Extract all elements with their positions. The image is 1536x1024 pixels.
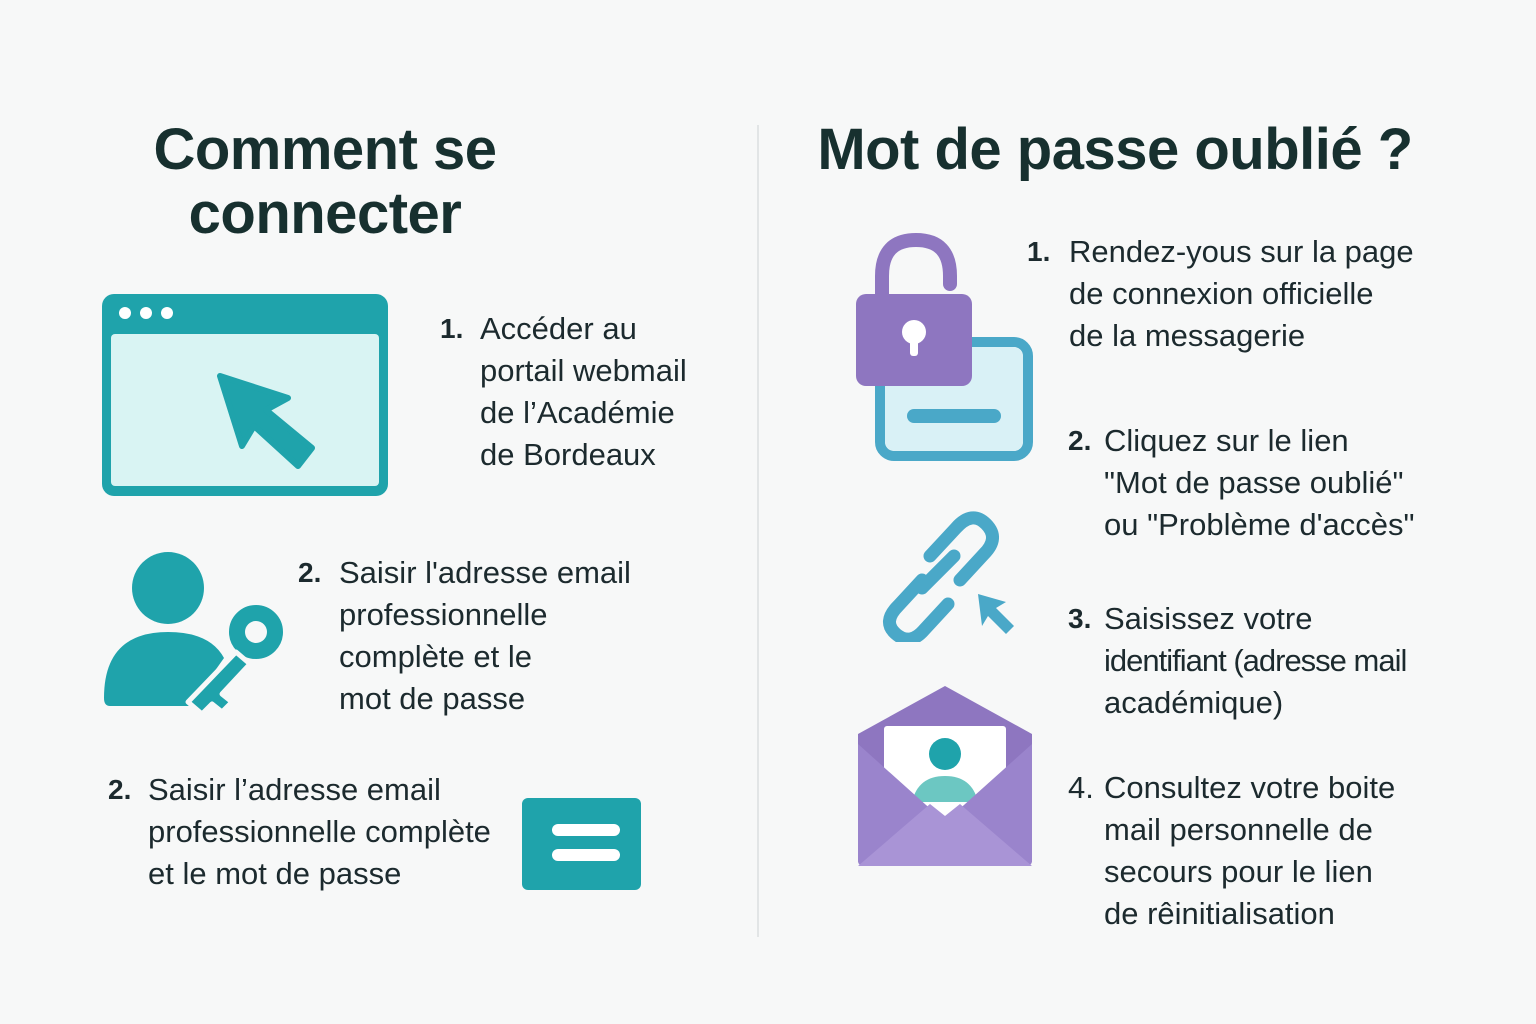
- step-number: 2.: [298, 557, 322, 588]
- step-text: mot de passe: [339, 681, 526, 716]
- step-text: de connexion officielle: [1069, 276, 1374, 311]
- step-number: 2.: [108, 774, 132, 805]
- unlocked-padlock-icon: [856, 232, 1033, 461]
- step-text: Saisir l'adresse email: [339, 555, 631, 590]
- step-text: Accéder au: [480, 311, 637, 346]
- right-title: Mot de passe oublié ?: [817, 117, 1413, 182]
- step-text: de Bordeaux: [480, 437, 656, 472]
- step-text: secours pour le lien: [1104, 854, 1373, 889]
- title-line: Comment se: [153, 117, 497, 182]
- title-line: connecter: [188, 181, 462, 246]
- step-text: Cliquez sur le lien: [1104, 423, 1349, 458]
- step-text: Saisir l’adresse email: [148, 772, 441, 807]
- left-step-3: 2. Saisir l’adresse email professionnell…: [108, 769, 491, 895]
- browser-cursor-icon: [102, 294, 388, 496]
- left-step-1: 1. Accéder au portail webmail de l’Acadé…: [440, 308, 687, 476]
- link-cursor-icon: [883, 511, 1014, 642]
- column-divider: [757, 125, 759, 937]
- step-text: de l’Académie: [480, 395, 675, 430]
- step-text: portail webmail: [480, 353, 687, 388]
- step-text: ou "Problème d'accès": [1104, 507, 1415, 542]
- step-text: Rendez-yous sur la page: [1069, 234, 1414, 269]
- step-text: de la messagerie: [1069, 318, 1306, 353]
- step-number: 1.: [1027, 236, 1051, 267]
- step-text: professionnelle: [339, 597, 548, 632]
- right-step-3: 3. Saisissez votre identifiant (adresse …: [1068, 598, 1407, 724]
- step-text: "Mot de passe oublié": [1104, 465, 1404, 500]
- step-text: académique): [1104, 685, 1284, 720]
- envelope-user-icon: [858, 686, 1032, 866]
- step-text: de rêinitialisation: [1104, 896, 1335, 931]
- step-number: 2.: [1068, 425, 1092, 456]
- step-number: 1.: [440, 313, 464, 344]
- user-key-icon: [104, 552, 289, 717]
- step-text: et le mot de passe: [148, 856, 402, 891]
- step-text: complète et le: [339, 639, 532, 674]
- right-step-1: 1. Rendez-yous sur la page de connexion …: [1027, 231, 1414, 357]
- step-text: professionnelle complète: [148, 814, 491, 849]
- step-number: 4.: [1068, 770, 1094, 805]
- left-title: Comment se connecter: [100, 118, 550, 246]
- step-number: 3.: [1068, 603, 1092, 634]
- right-step-2: 2. Cliquez sur le lien "Mot de passe oub…: [1068, 420, 1415, 546]
- form-fields-icon: [522, 798, 641, 890]
- step-text: mail personnelle de: [1104, 812, 1373, 847]
- left-step-2: 2. Saisir l'adresse email professionnell…: [298, 552, 631, 720]
- right-step-4: 4. Consultez votre boite mail personnell…: [1068, 767, 1395, 935]
- step-text: Consultez votre boite: [1104, 770, 1396, 805]
- step-text: identifiant (adresse mail: [1104, 643, 1407, 678]
- step-text: Saisissez votre: [1104, 601, 1313, 636]
